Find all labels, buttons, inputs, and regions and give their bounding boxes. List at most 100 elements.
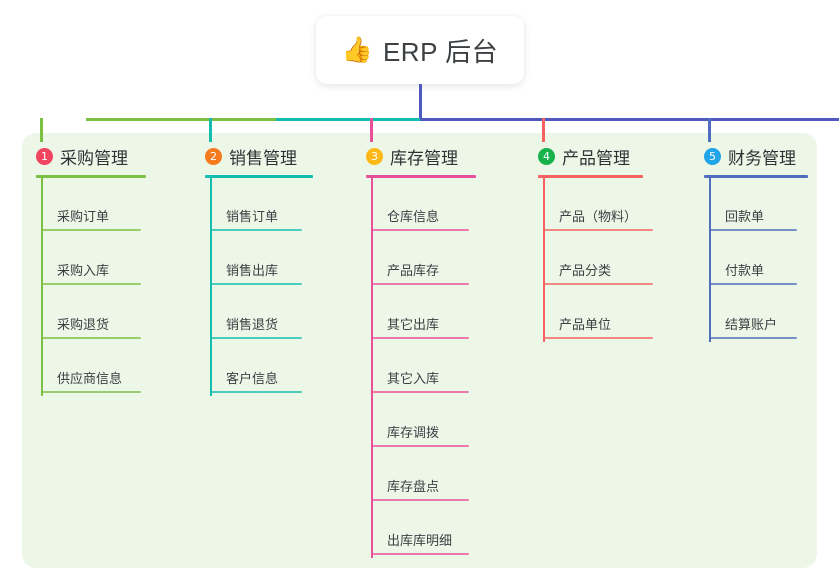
branch-badge-3: 3 (366, 147, 383, 165)
branch-title-2: 销售管理 (229, 148, 297, 168)
branch-title-4: 产品管理 (562, 148, 630, 168)
leaf-item[interactable]: 产品分类 (543, 241, 653, 285)
leaf-item-underline (371, 499, 469, 501)
leaf-item[interactable]: 产品单位 (543, 295, 653, 339)
branch-underline-1 (36, 175, 146, 178)
root-node[interactable]: 👍 ERP 后台 (316, 16, 524, 84)
branch-header-2[interactable]: 2 销售管理 (205, 144, 297, 168)
root-node-label: ERP 后台 (382, 36, 499, 67)
branch-title-3: 库存管理 (390, 148, 458, 168)
leaf-item[interactable]: 产品（物料） (543, 187, 653, 231)
leaf-item[interactable]: 仓库信息 (371, 187, 469, 231)
leaf-item-label: 销售出库 (226, 263, 279, 278)
drop-stem-4 (542, 118, 545, 142)
bus-segment-green (86, 118, 276, 121)
leaf-item-label: 采购入库 (57, 263, 110, 278)
leaf-item-label: 仓库信息 (387, 209, 440, 224)
leaf-item-label: 库存调拨 (387, 425, 440, 440)
branch-title-1: 采购管理 (60, 148, 128, 168)
leaf-item[interactable]: 结算账户 (709, 295, 797, 339)
leaf-item-underline (709, 283, 797, 285)
leaf-item-label: 供应商信息 (57, 371, 123, 386)
leaf-item[interactable]: 销售订单 (210, 187, 302, 231)
branch-spine-5 (709, 178, 711, 342)
leaf-item[interactable]: 回款单 (709, 187, 797, 231)
leaf-item-label: 销售订单 (226, 209, 279, 224)
leaf-item[interactable]: 付款单 (709, 241, 797, 285)
drop-stem-5 (708, 118, 711, 142)
leaf-item-underline (371, 337, 469, 339)
leaf-item-underline (371, 229, 469, 231)
leaf-item-label: 采购订单 (57, 209, 110, 224)
branch-header-1[interactable]: 1 采购管理 (36, 144, 128, 168)
leaf-item-label: 产品分类 (559, 263, 612, 278)
leaf-item-label: 其它入库 (387, 371, 440, 386)
leaf-item-underline (543, 337, 653, 339)
leaf-item-underline (371, 391, 469, 393)
branch-underline-2 (205, 175, 313, 178)
branch-column-2: 2 销售管理销售订单销售出库销售退货客户信息 (205, 144, 313, 396)
root-stem (419, 84, 422, 121)
leaf-item-label: 库存盘点 (387, 479, 440, 494)
leaf-item[interactable]: 库存盘点 (371, 457, 469, 501)
leaf-item-label: 产品库存 (387, 263, 440, 278)
leaf-item[interactable]: 采购入库 (41, 241, 141, 285)
leaf-item-underline (210, 283, 302, 285)
leaf-item[interactable]: 库存调拨 (371, 403, 469, 447)
leaf-item-label: 回款单 (725, 209, 765, 224)
leaf-item-underline (41, 283, 141, 285)
branch-underline-3 (366, 175, 476, 178)
branch-spine-1 (41, 178, 43, 396)
leaf-item-label: 产品单位 (559, 317, 612, 332)
leaf-item-label: 结算账户 (725, 317, 778, 332)
leaf-item[interactable]: 采购退货 (41, 295, 141, 339)
leaf-item[interactable]: 采购订单 (41, 187, 141, 231)
leaf-item[interactable]: 客户信息 (210, 349, 302, 393)
leaf-item[interactable]: 产品库存 (371, 241, 469, 285)
branch-underline-5 (704, 175, 808, 178)
branch-underline-4 (538, 175, 643, 178)
drop-stem-3 (370, 118, 373, 142)
leaf-item-label: 其它出库 (387, 317, 440, 332)
leaf-item-label: 产品（物料） (559, 209, 638, 224)
leaf-item-label: 出库库明细 (387, 533, 453, 548)
branch-column-3: 3 库存管理仓库信息产品库存其它出库其它入库库存调拨库存盘点出库库明细 (366, 144, 476, 558)
leaf-item[interactable]: 其它入库 (371, 349, 469, 393)
drop-stem-1 (40, 118, 43, 142)
bus-segment-indigo (420, 118, 839, 121)
leaf-item-underline (371, 553, 469, 555)
leaf-item[interactable]: 销售退货 (210, 295, 302, 339)
leaf-item-label: 采购退货 (57, 317, 110, 332)
bus-segment-teal (276, 118, 420, 121)
leaf-item-underline (41, 337, 141, 339)
leaf-item-underline (210, 337, 302, 339)
leaf-item-underline (709, 229, 797, 231)
leaf-item[interactable]: 销售出库 (210, 241, 302, 285)
branch-badge-1: 1 (36, 147, 53, 165)
leaf-item[interactable]: 供应商信息 (41, 349, 141, 393)
leaf-item[interactable]: 出库库明细 (371, 511, 469, 555)
drop-stem-2 (209, 118, 212, 142)
branch-header-3[interactable]: 3 库存管理 (366, 144, 458, 168)
leaf-item-underline (41, 391, 141, 393)
branch-badge-2: 2 (205, 147, 222, 165)
branch-spine-2 (210, 178, 212, 396)
thumbs-up-icon: 👍 (341, 35, 373, 64)
branch-spine-4 (543, 178, 545, 342)
leaf-item-underline (543, 283, 653, 285)
leaf-item-underline (371, 445, 469, 447)
leaf-item[interactable]: 其它出库 (371, 295, 469, 339)
leaf-item-underline (709, 337, 797, 339)
diagram-panel (22, 133, 817, 568)
branch-spine-3 (371, 178, 373, 558)
leaf-item-underline (543, 229, 653, 231)
leaf-item-label: 客户信息 (226, 371, 279, 386)
leaf-item-label: 付款单 (725, 263, 765, 278)
leaf-item-underline (210, 391, 302, 393)
branch-badge-5: 5 (704, 147, 721, 165)
